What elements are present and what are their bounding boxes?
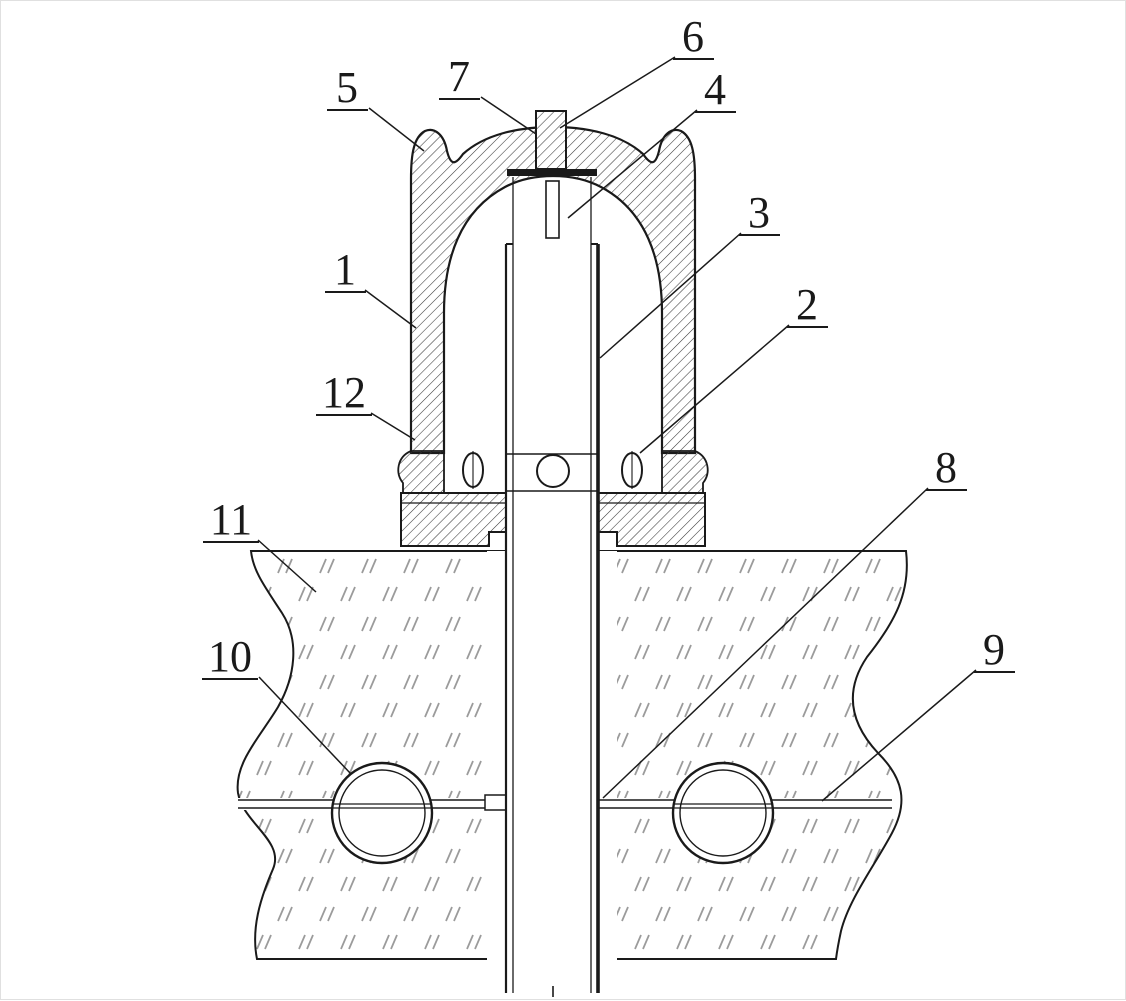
leader-line-3 [599,232,742,359]
callout-8-label: 8 [935,443,957,492]
top-plug [535,110,567,170]
bell-wall-cross-section [409,125,697,455]
left-pipe-circle [330,761,434,865]
gland-left [397,450,445,494]
center-tube-body [506,173,598,995]
leader-line-10 [258,676,352,775]
right-pipe-circle [671,761,775,865]
leader-line-7 [480,96,537,135]
bore-gap-left [487,551,506,963]
leader-line-11 [257,539,317,593]
gland-right [661,450,709,494]
callout-2-label: 2 [796,280,818,329]
leader-line-6 [559,56,676,129]
leader-line-1 [364,289,417,329]
tube-joint-tab [484,794,507,811]
callout-9-label: 9 [983,625,1005,674]
leader-lines [257,56,977,802]
callout-1-label: 1 [334,245,356,294]
leader-line-9 [821,669,977,802]
center-hole [536,454,570,488]
leader-line-2 [639,324,790,454]
callout-11-label: 11 [210,495,252,544]
inner-slot [545,180,560,239]
callout-6-label: 6 [682,12,704,61]
center-tube-detail [462,110,643,997]
callout-7-label: 7 [448,52,470,101]
leader-line-5 [368,107,425,152]
callout-5-label: 5 [336,63,358,112]
flange-left [400,492,507,547]
leader-line-8 [602,487,929,799]
callout-4-label: 4 [704,65,726,114]
leader-line-12 [370,412,416,441]
callout-10-label: 10 [208,632,252,681]
bell-housing [397,125,709,547]
callout-12-label: 12 [322,368,366,417]
tube-top-bar [507,169,597,176]
leader-line-4 [567,109,698,219]
callout-labels: 1 2 3 4 5 6 7 8 9 10 11 12 [202,12,1015,681]
flange-right [597,492,706,547]
bore-gap-right [598,551,617,963]
callout-3-label: 3 [748,188,770,237]
